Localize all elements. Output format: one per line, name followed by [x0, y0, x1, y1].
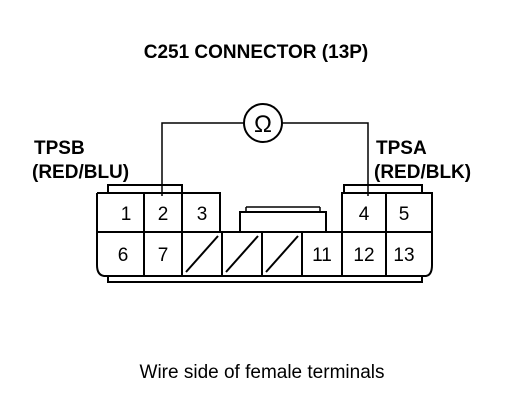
terminal-grid [97, 192, 432, 277]
ohmmeter-wiring: Ω [161, 103, 369, 196]
left-terminal-name: TPSB [34, 138, 85, 159]
pin-2: 2 [158, 204, 169, 225]
right-terminal-color: (RED/BLK) [374, 162, 471, 183]
pin-7: 7 [158, 245, 169, 266]
connector-housing [96, 184, 433, 283]
pin-numbers: 1 2 3 4 5 6 7 11 12 13 [118, 204, 415, 266]
pin-4: 4 [359, 204, 370, 225]
blocked-cavity-9 [225, 235, 259, 273]
pin-3: 3 [197, 204, 208, 225]
blocked-cavity-8 [185, 235, 219, 273]
pin-13: 13 [393, 245, 414, 266]
unused-cavities [185, 235, 299, 273]
diagram-caption: Wire side of female terminals [140, 362, 385, 383]
right-terminal-name: TPSA [376, 138, 427, 159]
ohm-icon: Ω [254, 111, 272, 138]
left-terminal-color: (RED/BLU) [32, 162, 129, 183]
blocked-cavity-10 [265, 235, 299, 273]
diagram-title: C251 CONNECTOR (13P) [144, 42, 369, 63]
pin-12: 12 [353, 245, 374, 266]
ohmmeter-symbol [243, 103, 283, 143]
pin-11: 11 [312, 245, 332, 266]
pin-5: 5 [399, 204, 410, 225]
pin-6: 6 [118, 245, 129, 266]
pin-1: 1 [121, 204, 132, 225]
